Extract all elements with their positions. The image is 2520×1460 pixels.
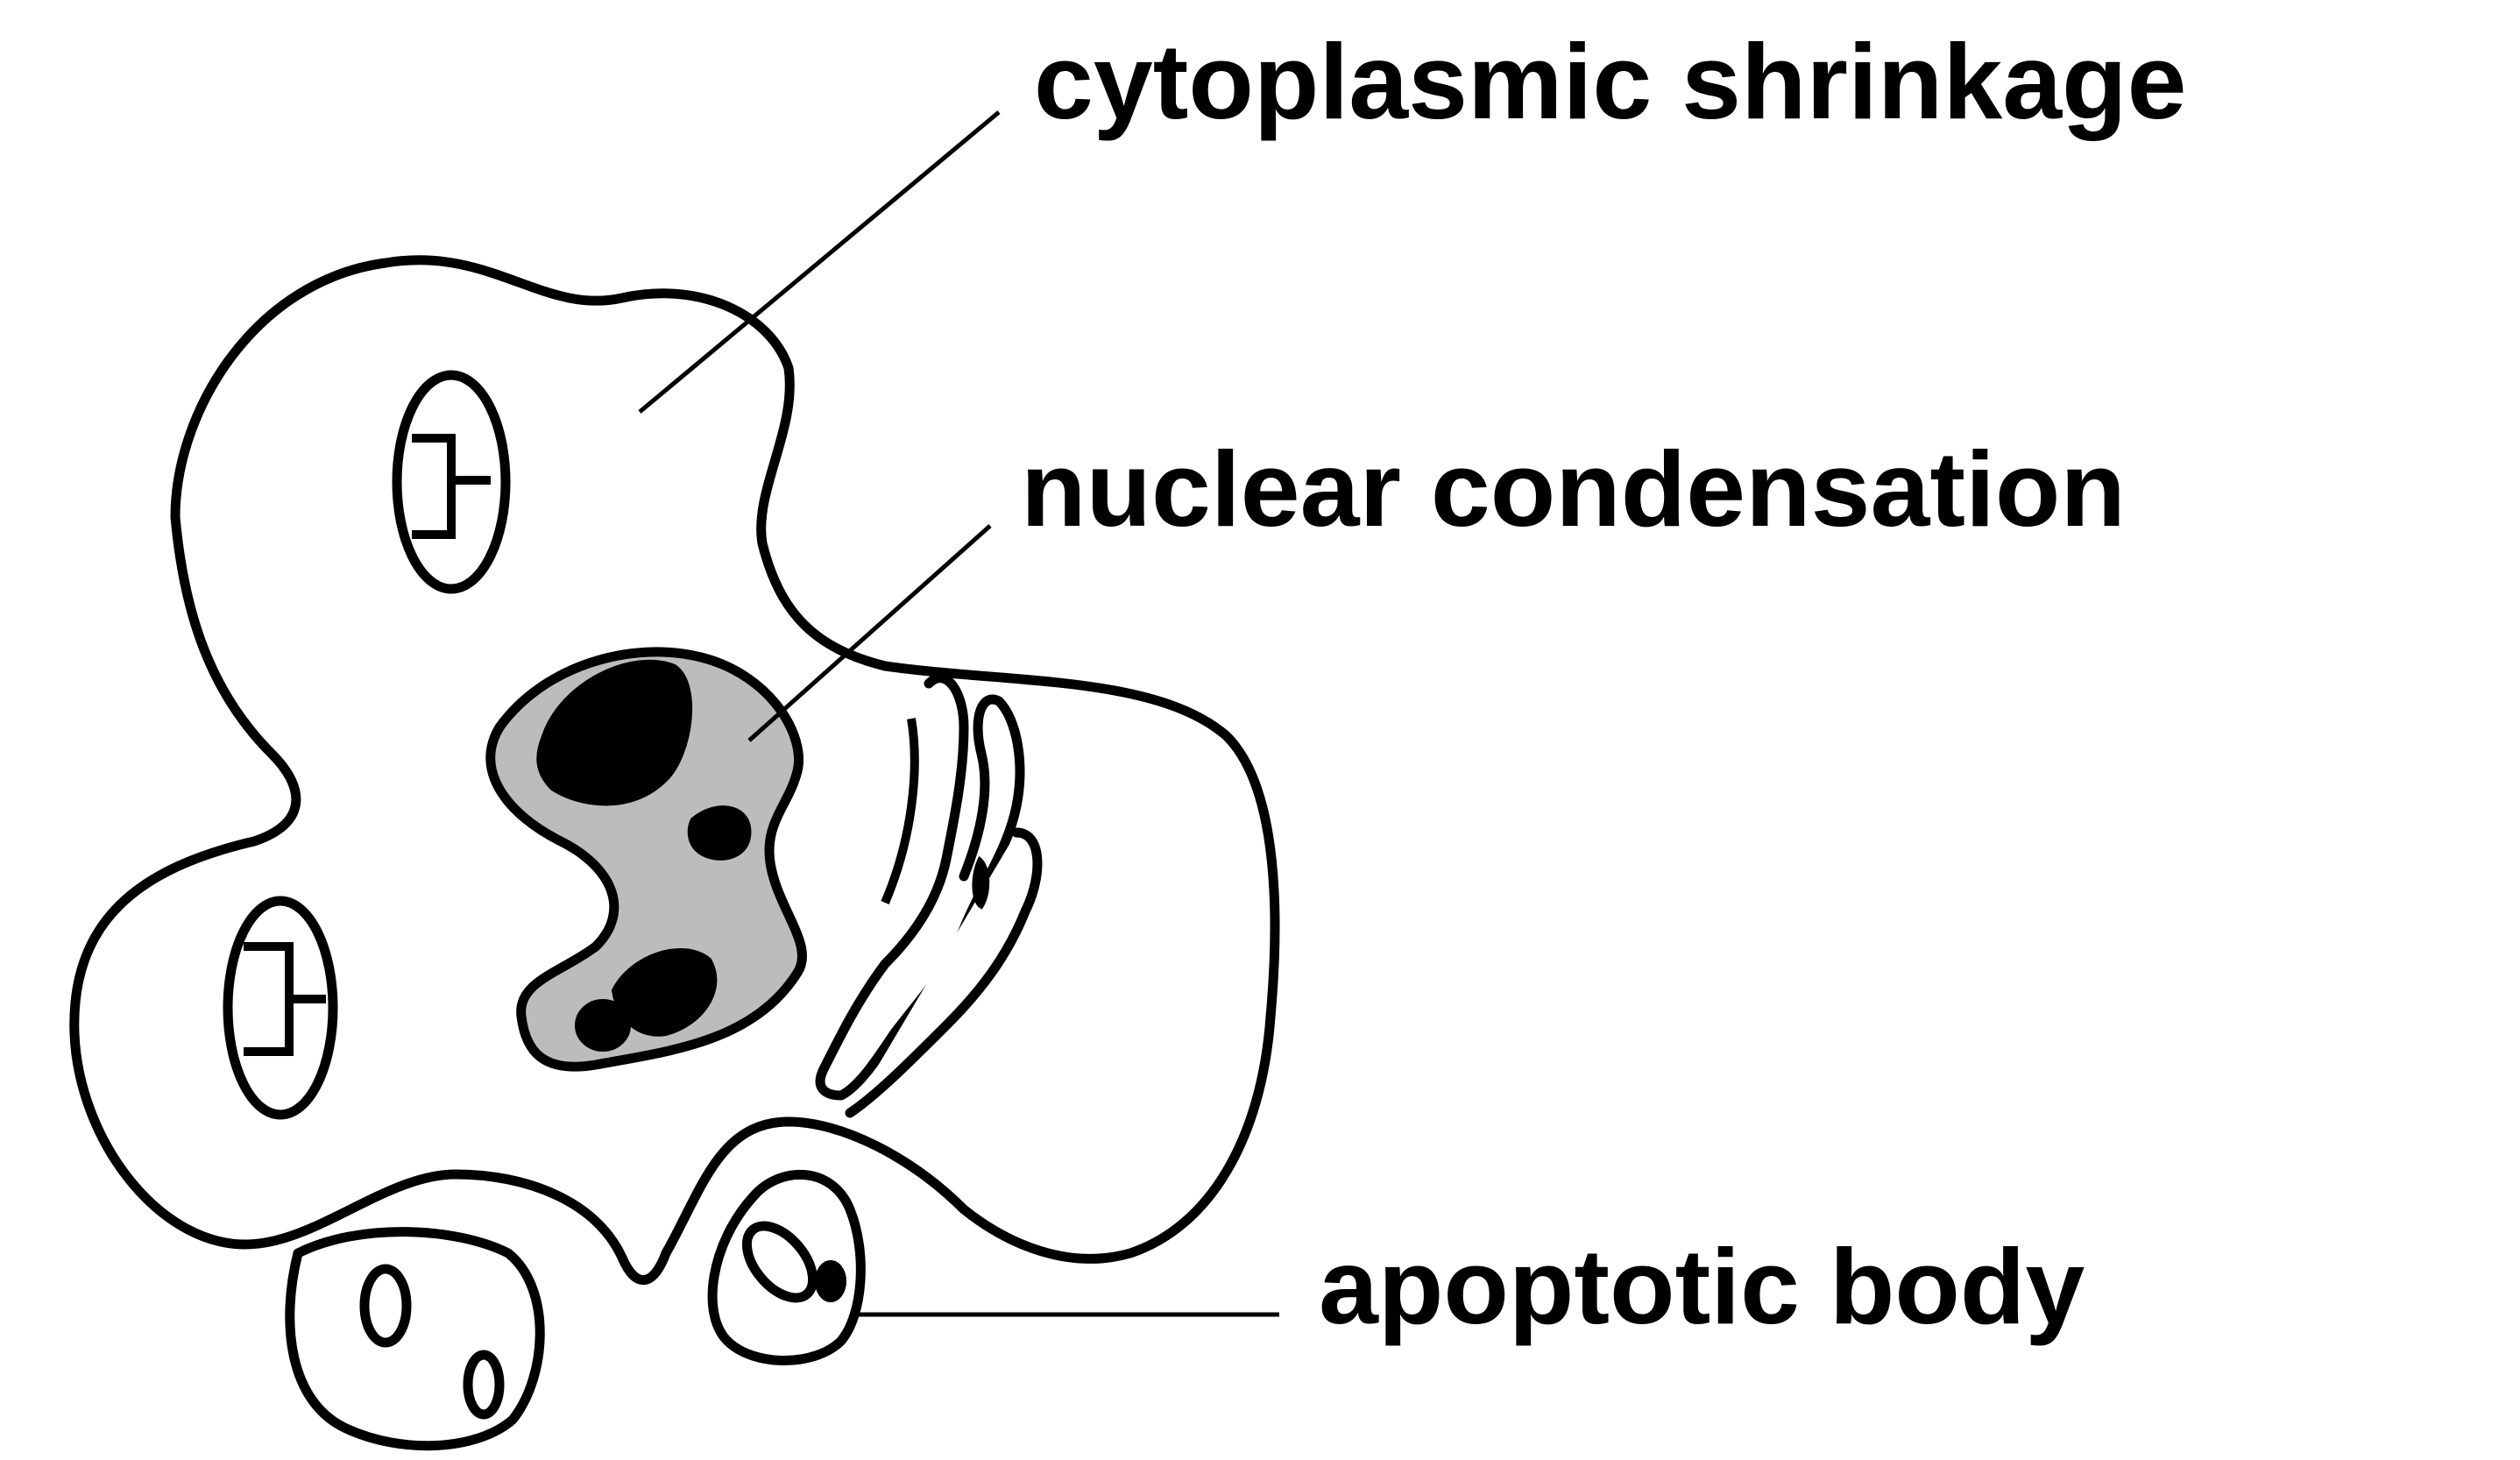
mitochondrion-lower <box>228 901 333 1115</box>
label-cytoplasmic-shrinkage: cytoplasmic shrinkage <box>1034 22 2186 141</box>
apoptotic-body-right <box>712 1174 860 1360</box>
er-granule <box>973 859 987 907</box>
body-vesicle <box>468 1355 499 1414</box>
chromatin-clump-small <box>690 807 750 859</box>
body-chromatin-fragment <box>817 1262 845 1301</box>
leader-line-cytoplasmic-shrinkage <box>640 112 999 412</box>
label-nuclear-condensation: nuclear condensation <box>1021 429 2126 549</box>
chromatin-clump-dot <box>577 1001 629 1050</box>
label-apoptotic-body: apoptotic body <box>1319 1227 2085 1346</box>
body-vesicle <box>365 1269 407 1343</box>
apoptotic-body-left <box>290 1232 540 1446</box>
mitochondrion-upper <box>397 375 506 589</box>
